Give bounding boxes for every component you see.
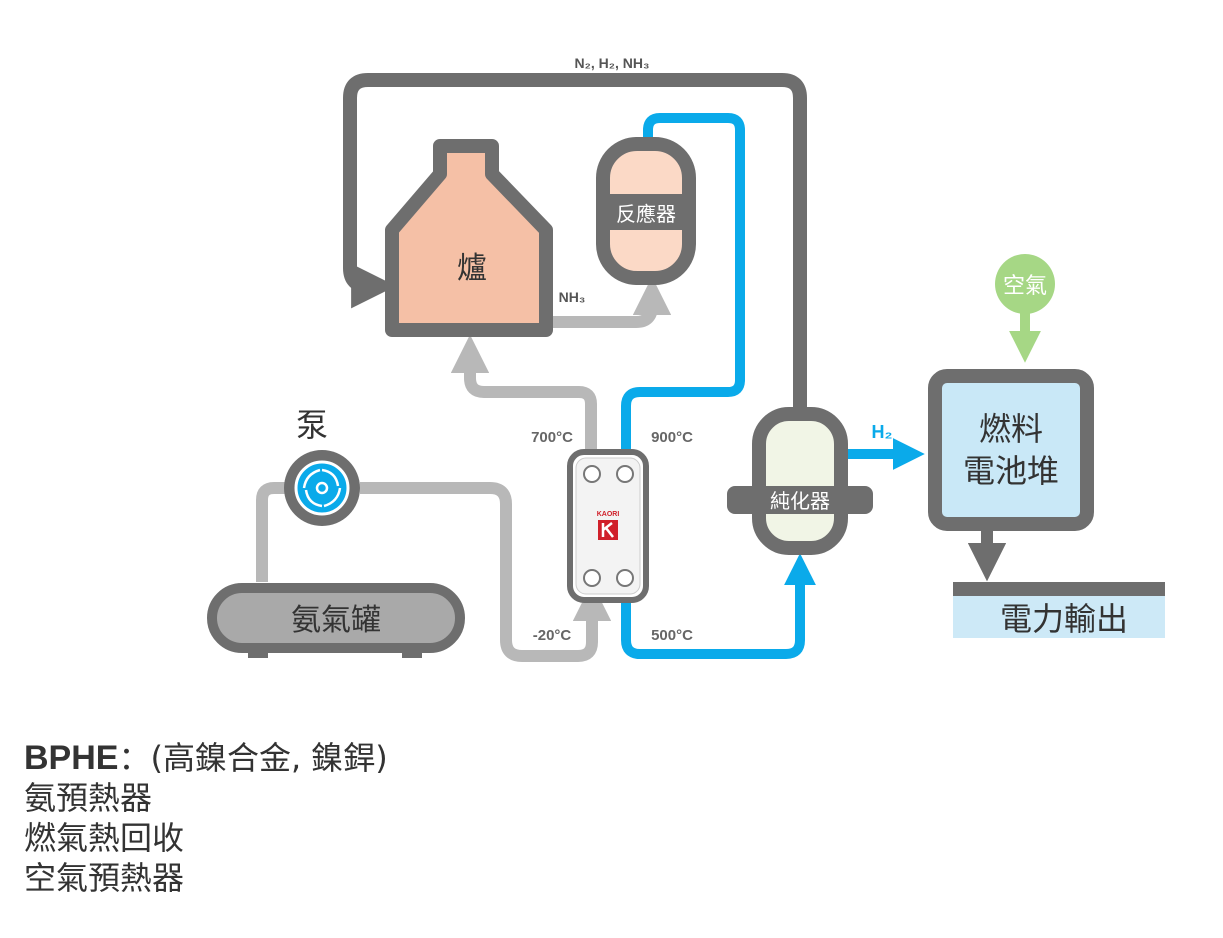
furnace-label: 爐	[457, 251, 487, 286]
power-output-label: 電力輸出	[1000, 600, 1128, 638]
tank-label: 氨氣罐	[291, 603, 381, 638]
furnace-shape	[385, 139, 553, 337]
purifier-label: 純化器	[770, 489, 830, 513]
air-label: 空氣	[1003, 274, 1047, 299]
top-gas-label: N₂, H₂, NH₃	[575, 55, 650, 71]
recycle-gas-pipe	[343, 73, 807, 410]
kaori-logo-icon	[598, 520, 618, 540]
hx-to-purifier-pipe	[621, 553, 817, 659]
purifier-band	[727, 486, 873, 514]
pump-swirl-lines	[302, 468, 342, 508]
logo-text: KAORI	[597, 511, 620, 518]
pump-swirl-icon	[294, 460, 350, 516]
reactor-band	[603, 194, 689, 230]
legend-title-row: BPHE：(高鎳合金, 鎳銲)	[24, 738, 388, 778]
pump-label: 泵	[296, 406, 328, 444]
hx-to-furnace-pipe	[450, 334, 597, 470]
legend-item: 氨預熱器	[24, 779, 153, 817]
fuel-cell-label-line1: 燃料	[979, 410, 1043, 448]
nh3-label: NH₃	[559, 289, 586, 305]
fuel-cell-stack	[928, 369, 1094, 531]
air-source	[995, 254, 1055, 314]
bphe-legend: BPHE：(高鎳合金, 鎳銲) 氨預熱器 燃氣熱回收 空氣預熱器	[24, 738, 388, 898]
temp-minus20-label: -20°C	[533, 627, 572, 644]
fuel-cell-label-line2: 電池堆	[963, 452, 1059, 490]
power-output-bar	[953, 582, 1165, 596]
tank-to-pump-pipe	[256, 482, 288, 582]
nh3-feed-pipe	[548, 276, 672, 328]
pump-to-hx-pipe	[360, 482, 612, 662]
h2-label: H₂	[872, 422, 893, 442]
legend-item: 空氣預熱器	[24, 859, 185, 897]
port-top-left	[583, 465, 601, 483]
port-top-right	[616, 465, 634, 483]
legend-item: 燃氣熱回收	[24, 819, 185, 857]
reactor-label: 反應器	[616, 202, 676, 226]
purifier-vessel	[752, 407, 848, 555]
legend-title-bold: BPHE	[24, 739, 119, 777]
reactor-to-hx-pipe	[609, 113, 745, 487]
legend-title-rest: ：(高鎳合金, 鎳銲)	[118, 739, 388, 777]
power-output-box	[953, 596, 1165, 638]
temp-700-label: 700°C	[531, 429, 573, 446]
port-bottom-right	[616, 569, 634, 587]
temp-900-label: 900°C	[651, 429, 693, 446]
temp-500-label: 500°C	[651, 627, 693, 644]
ammonia-tank	[207, 583, 465, 653]
port-bottom-left	[583, 569, 601, 587]
